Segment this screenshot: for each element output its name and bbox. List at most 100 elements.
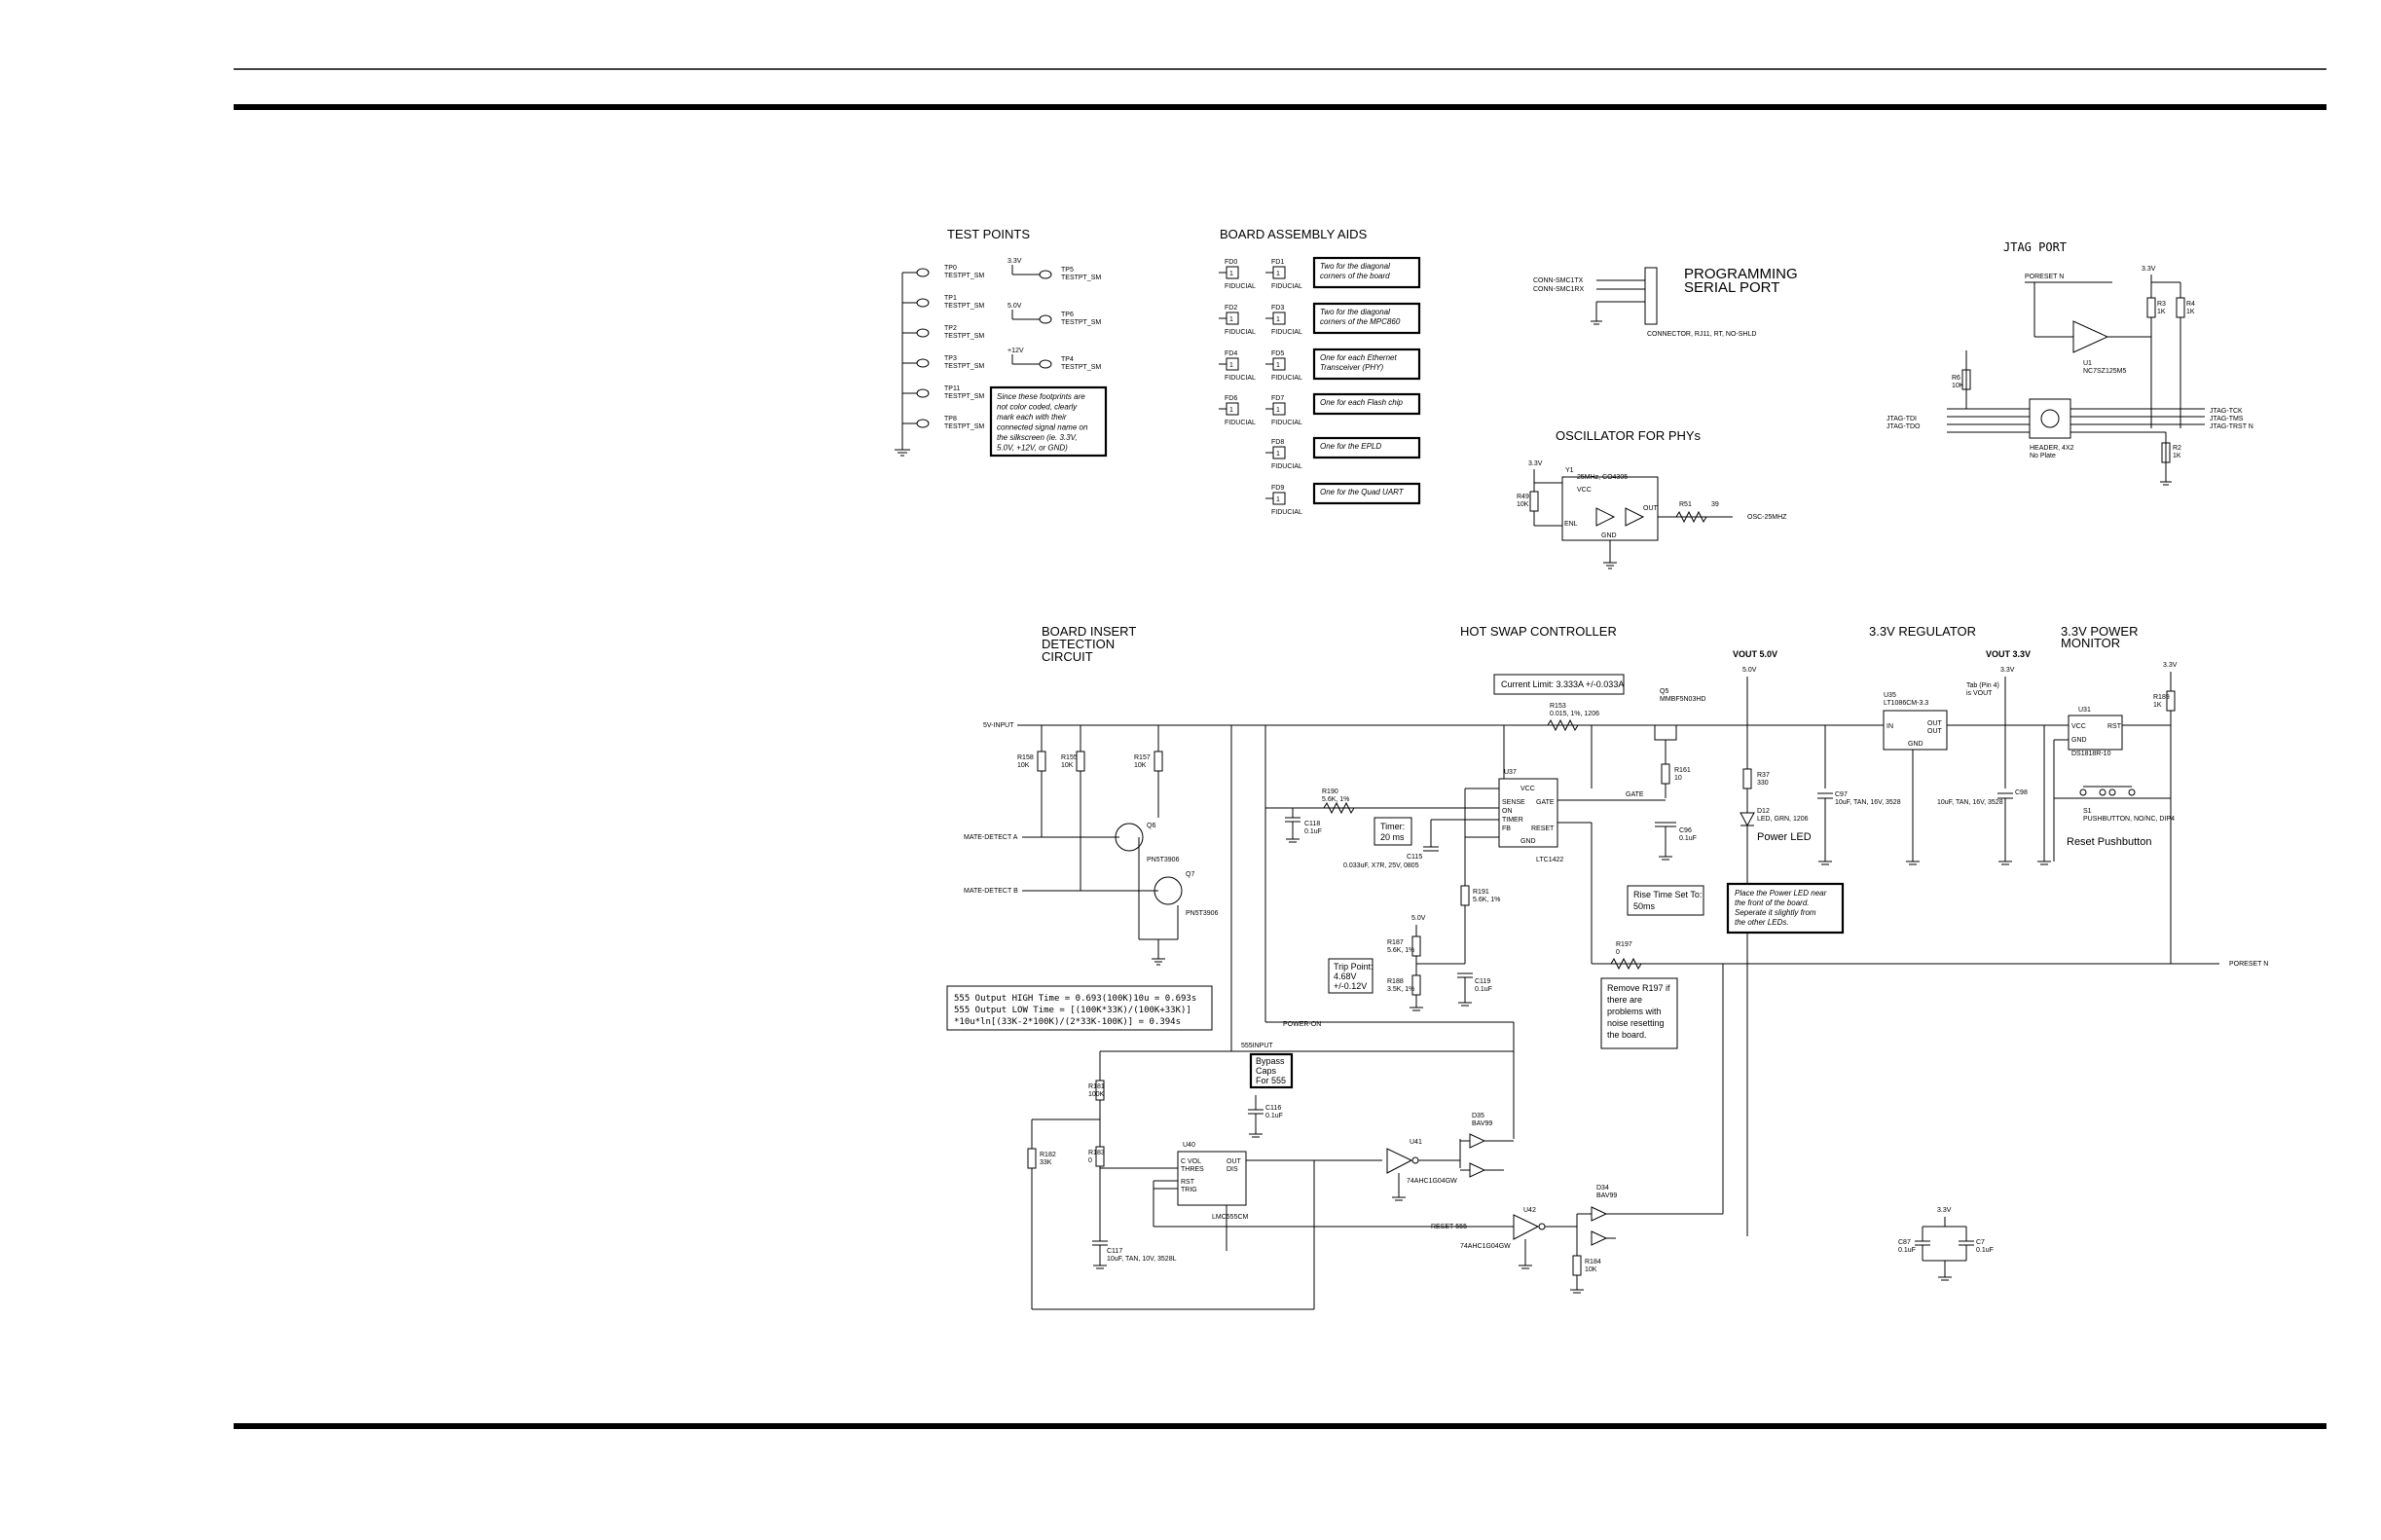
part-u37: LTC1422 — [1536, 857, 1563, 863]
decoupling-section: 3.3V C87 0.1uF C7 0.1uF — [1898, 1207, 1994, 1281]
pushbutton-contact-icon — [2079, 788, 2087, 796]
timer-note-box — [1374, 817, 1412, 846]
ground-icon — [1410, 1007, 1423, 1011]
connector-part: CONNECTOR, RJ11, RT, NO-SHLD — [1647, 331, 1756, 338]
val-r189: 1K — [2153, 702, 2162, 709]
fiducial-note-line: One for the EPLD — [1320, 442, 1381, 451]
val-r3: 1K — [2157, 309, 2166, 315]
val-c97: 10uF, TAN, 16V, 3528 — [1835, 799, 1901, 806]
supply-label: 5.0V — [1742, 667, 1757, 674]
fiducial-note-box — [1312, 392, 1421, 416]
part-q6: PN5T3906 — [1147, 857, 1180, 863]
ref-c118: C118 — [1304, 821, 1320, 827]
ground-icon — [1458, 1002, 1472, 1007]
part-q7: PN5T3906 — [1186, 910, 1219, 917]
section-title-oscillator: OSCILLATOR FOR PHYs — [1556, 428, 1702, 443]
test-point-ref: TP0 — [944, 265, 957, 272]
ground-icon — [1093, 1265, 1107, 1269]
bypass-note-box — [1249, 1052, 1294, 1089]
val-r49: 10K — [1517, 501, 1529, 508]
test-point-ref: TP5 — [1061, 267, 1074, 274]
ground-icon — [895, 449, 910, 457]
fiducial-ref: FD5 — [1271, 350, 1284, 357]
resistor-r187 — [1411, 935, 1421, 957]
test-points-note-line: Since these footprints are — [997, 392, 1085, 401]
val-r6: 10K — [1952, 383, 1964, 389]
val-d34: BAV99 — [1596, 1192, 1617, 1199]
val-c96: 0.1uF — [1679, 835, 1697, 842]
bypass-note-3: For 555 — [1256, 1076, 1286, 1085]
fiducial-label: FIDUCIAL — [1225, 283, 1256, 290]
fiducial-ref: FD1 — [1271, 259, 1284, 266]
net-poreset: PORESET N — [2229, 961, 2268, 968]
fiducial-pin: 1 — [1229, 362, 1233, 369]
pin-dis: DIS — [1227, 1166, 1238, 1173]
test-point-ref: TP2 — [944, 325, 957, 332]
fiducial-note-box — [1312, 256, 1421, 289]
timer-note-2: 20 ms — [1380, 832, 1405, 842]
led-note-3: Seperate it slightly from — [1735, 908, 1816, 917]
test-point-pad-icon — [1039, 314, 1052, 324]
net-power-on: POWER-ON — [1283, 1021, 1321, 1028]
val-r161: 10 — [1674, 775, 1682, 782]
ref-r153: R153 — [1550, 703, 1566, 710]
regulator-u35 — [1883, 710, 1948, 751]
test-point-type: TESTPT_SM — [944, 333, 984, 340]
supply-label: 5.0V — [1411, 915, 1426, 922]
resistor-r37 — [1742, 768, 1752, 789]
ref-u35: U35 — [1884, 692, 1896, 699]
rj11-connector — [1644, 267, 1658, 325]
test-point-type: TESTPT_SM — [1061, 275, 1101, 281]
led-note-1: Place the Power LED near — [1735, 889, 1827, 898]
pin-on: ON — [1502, 808, 1513, 815]
fiducial-note-line: Two for the diagonal — [1320, 308, 1390, 316]
trip-note-2: 4.68V — [1334, 972, 1357, 981]
fiducial-label: FIDUCIAL — [1271, 463, 1302, 470]
net-jtag-tdi: JTAG-TDI — [1886, 416, 1917, 422]
inverter-u41 — [1386, 1148, 1413, 1174]
ref-r158: R158 — [1017, 754, 1034, 761]
ground-icon — [1998, 861, 2012, 865]
pushbutton-contact-icon — [2128, 788, 2136, 796]
diode-d35-a — [1469, 1133, 1486, 1149]
test-point-pad-icon — [916, 268, 930, 277]
resistor-r157 — [1154, 751, 1163, 772]
ref-r184: R184 — [1585, 1259, 1601, 1265]
test-point-ref: TP8 — [944, 416, 957, 422]
fiducial-note-box — [1312, 348, 1421, 381]
section-title-serial-port-1: PROGRAMMING — [1684, 266, 1798, 282]
ref-c97: C97 — [1835, 791, 1848, 798]
val-c119: 0.1uF — [1475, 986, 1492, 993]
net-gate: GATE — [1626, 791, 1644, 798]
pin-out: OUT — [1227, 1158, 1242, 1165]
inverter-bubble-icon — [1411, 1156, 1419, 1164]
test-point-type: TESTPT_SM — [944, 423, 984, 430]
ref-c119: C119 — [1475, 978, 1490, 985]
regulator-section: 3.3V REGULATOR U35 LT1086CM-3.3 IN OUT O… — [1747, 624, 2044, 865]
pin-rst: RST — [1181, 1179, 1195, 1186]
ref-r161: R161 — [1674, 767, 1691, 774]
diode-d35-b — [1469, 1162, 1486, 1178]
rise-note-1: Rise Time Set To: — [1633, 890, 1702, 899]
fiducial-pin: 1 — [1229, 316, 1233, 323]
ground-icon — [1591, 320, 1602, 325]
fiducial-ref: FD3 — [1271, 305, 1284, 312]
part-u31: DS1818R-10 — [2071, 751, 2111, 757]
val-d12: LED, GRN, 1206 — [1757, 816, 1809, 823]
pin-timer: TIMER — [1502, 817, 1523, 824]
net-jtag-tdo: JTAG-TDO — [1886, 423, 1921, 430]
ref-c115: C115 — [1407, 854, 1422, 861]
board-assembly-aids-section: BOARD ASSEMBLY AIDS 1FD0FIDUCIAL1FD1FIDU… — [1219, 227, 1421, 516]
remove-note-4: noise resetting — [1607, 1018, 1665, 1028]
supply-label: 3.3V — [1937, 1207, 1952, 1214]
ref-u31: U31 — [2078, 707, 2091, 714]
oscillator-y1 — [1561, 476, 1659, 541]
fiducial-pin: 1 — [1276, 362, 1280, 369]
